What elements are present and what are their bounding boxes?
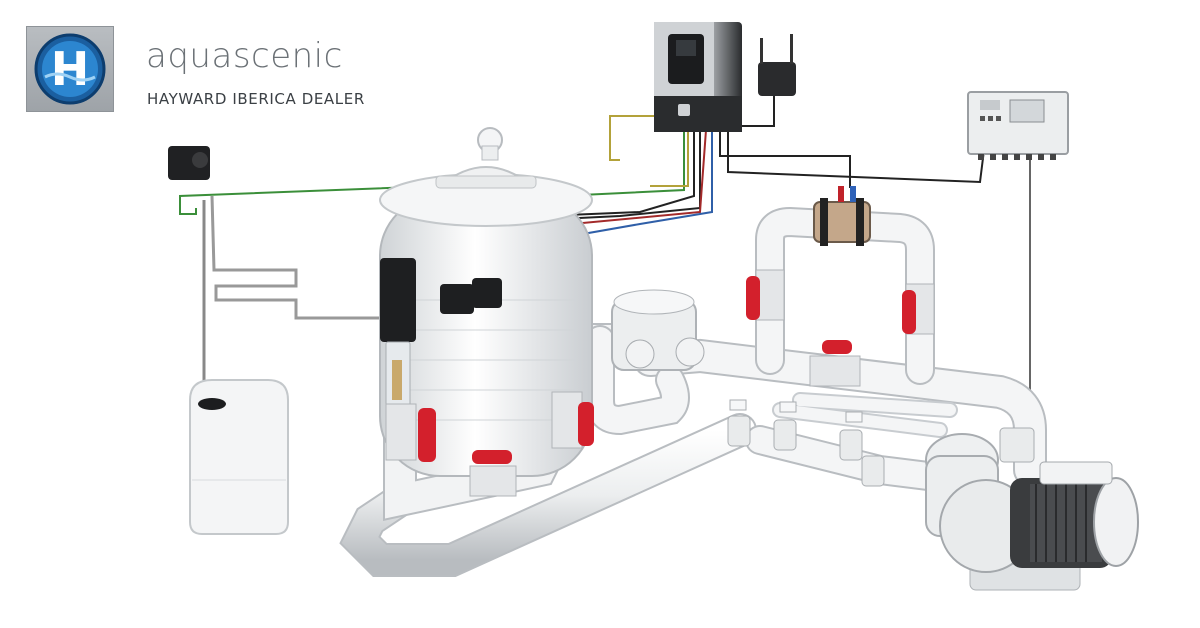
- wire-panel: [727, 126, 985, 184]
- wire-yellow: [609, 115, 689, 187]
- wire-wifi: [740, 96, 775, 127]
- manifold-unions: [727, 399, 1035, 487]
- hayward-h-icon: H: [34, 33, 106, 105]
- brand-name-part1: aqua: [146, 36, 233, 76]
- ball-valves: [385, 269, 935, 497]
- wire-green: [179, 130, 685, 215]
- salt-chlorinator-controller: [654, 22, 742, 132]
- brand-name: aquascenic: [146, 36, 343, 76]
- valve-1: [385, 403, 436, 462]
- hayward-logo: H: [26, 26, 114, 112]
- brand-tagline: HAYWARD IBERICA DEALER: [147, 90, 365, 108]
- dosing-pump: [168, 146, 210, 180]
- valve-3: [469, 450, 517, 497]
- wire-cell: [719, 126, 851, 188]
- brand-name-part2: scenic: [232, 36, 343, 76]
- valve-4: [746, 269, 785, 321]
- dosing-line: [210, 195, 380, 320]
- probe-holders: [380, 258, 502, 413]
- electrolysis-cell: [813, 186, 871, 246]
- sand-filter: [379, 127, 593, 477]
- valve-6: [809, 340, 861, 387]
- logo-letter: H: [51, 42, 90, 96]
- pool-pump: [925, 433, 1139, 591]
- wifi-module: [758, 34, 796, 96]
- chemical-tank: [189, 379, 289, 535]
- control-panel: [967, 91, 1069, 160]
- valve-5: [902, 283, 935, 335]
- multiport-valve: [611, 289, 705, 371]
- valve-2: [551, 391, 594, 449]
